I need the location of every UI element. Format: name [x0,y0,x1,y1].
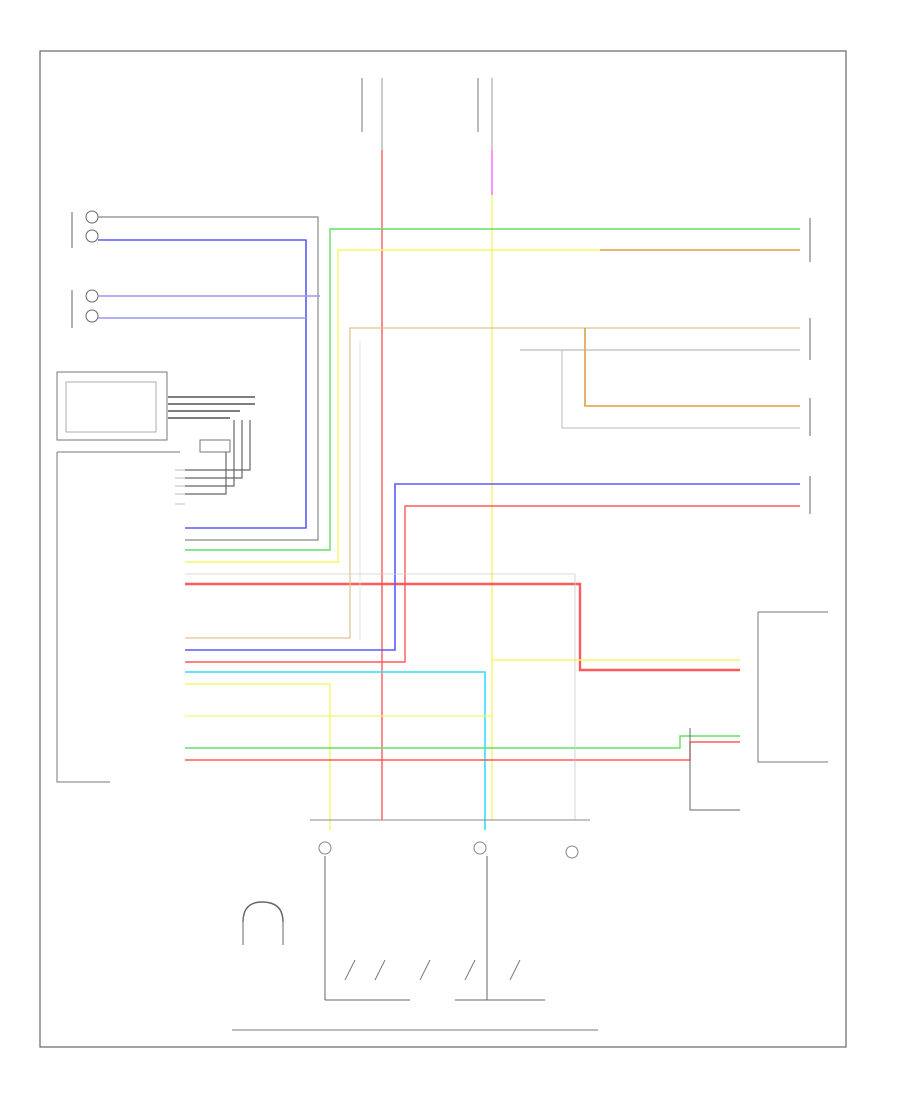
left-front-door-speaker [71,289,99,328]
wire-yellow-front-speaker [185,249,600,563]
wire-yellow-steering [185,683,331,830]
wire-cyan-steering [185,671,486,830]
power-fuse-feed [361,78,383,150]
wire-gray-antenna-2 [185,420,243,479]
wire-gray-antenna-4 [185,452,227,495]
wire-green-front-speaker [185,228,800,551]
wire-blue-lf-tweeter [98,239,307,529]
wire-gray-faint-1 [185,573,576,820]
audio-unit-pin-column [175,469,185,505]
wire-red-rr-door [185,505,800,663]
wire-blue-rr-door [185,483,800,651]
wire-gray-lf-tweeter [98,216,319,541]
audio-amp [757,611,828,763]
wire-gray-rf-tweeter [561,350,800,429]
diagram-border [39,50,847,1048]
cable-reel [242,901,284,945]
left-front-tweeter [71,210,99,248]
steering-switch-contacts [344,959,521,981]
wire-gray-antenna-3 [185,420,235,487]
acc-fuse-feed [477,78,493,150]
wire-red-amp-feed [185,582,740,672]
audio-unit [56,439,231,783]
wire-gray-amp-ground [689,728,740,811]
wire-orange-rf-tweeter [584,328,800,407]
wire-orange-rr [185,327,800,639]
steering-switch [232,819,598,1031]
audio-unit-antenna-connector [199,439,231,453]
antenna-block [56,371,255,441]
wire-red-amp-lower [185,741,740,761]
wire-green-amp-lower [185,735,740,749]
wire-gray-antenna-1 [185,420,251,471]
